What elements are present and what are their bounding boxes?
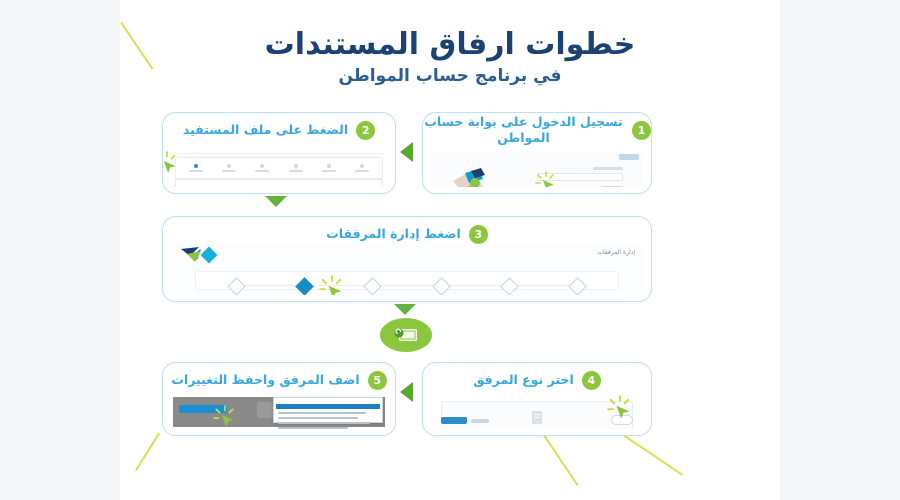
tab-item [279, 164, 312, 176]
login-form-mock[interactable] [537, 167, 623, 187]
step-card-5[interactable]: 5 اضف المرفق واحفظ التغييرات [162, 362, 396, 436]
center-attachment-badge [380, 318, 432, 352]
wizard-panel[interactable]: بيانات عامة العنوان الأكاديمي الدخل الوظ… [195, 271, 619, 295]
tabs-row[interactable] [179, 164, 379, 176]
table-row [175, 179, 383, 187]
dropdown-selected-option[interactable] [276, 404, 380, 409]
arrow-step2-to-step3 [265, 196, 287, 207]
attachment-type-dropdown-list[interactable] [273, 397, 383, 429]
step-card-3[interactable]: 3 اضغط إدارة المرفقات إدارة المرفقات بيا… [162, 216, 652, 302]
page-title-block: خطوات ارفاق المستندات في برنامج حساب الم… [120, 27, 780, 86]
step-4-badge: 4 [581, 370, 601, 390]
panel-heading: إدارة المرفقات [597, 249, 635, 256]
step-4-header: 4 اختر نوع المرفق [423, 367, 651, 393]
wizard-step-0[interactable]: بيانات عامة [544, 277, 612, 295]
arrow-step1-to-step2 [400, 142, 413, 162]
tab-item [246, 164, 279, 176]
attachment-type-dropdown[interactable] [611, 415, 633, 425]
arrow-step4-to-step5 [400, 382, 413, 402]
wizard-step-1[interactable]: العنوان [475, 277, 543, 295]
wizard-step-4-attachments[interactable]: المرفقات [270, 277, 338, 295]
step-card-4[interactable]: 4 اختر نوع المرفق [422, 362, 652, 436]
beneficiary-tabs-panel[interactable] [175, 157, 383, 179]
wizard-step-3[interactable]: الدخل الوظيفي [339, 277, 407, 295]
step-3-badge: 3 [468, 224, 488, 244]
save-changes-button[interactable] [179, 405, 227, 413]
step-5-badge: 5 [367, 370, 387, 390]
attachment-folder-icon [394, 328, 417, 341]
page-subtitle: في برنامج حساب المواطن [338, 65, 562, 86]
portal-logo-icon [181, 246, 223, 267]
wizard-step-5[interactable]: مراجعة [202, 277, 270, 295]
step-2-badge: 2 [356, 120, 376, 140]
step-2-title: الضغط على ملف المستفيد [182, 122, 349, 138]
attachment-type-caption [471, 419, 489, 423]
step-1-screenshot [431, 153, 643, 187]
login-illustration [449, 167, 505, 187]
attachment-type-primary-button[interactable] [441, 417, 467, 424]
step-card-1[interactable]: 1 تسجيل الدخول على بوابة حساب المواطن [422, 112, 652, 194]
step-1-title: تسجيل الدخول على بوابة حساب المواطن [424, 114, 623, 145]
step-4-title: اختر نوع المرفق [473, 372, 574, 388]
document-placeholder-icon [529, 410, 545, 429]
tab-item [312, 164, 345, 176]
tab-item [212, 164, 245, 176]
wizard-step-diamond-icon [568, 277, 588, 295]
portal-logo-icon [619, 154, 639, 160]
step-3-screenshot: إدارة المرفقات بيانات عامة العنوان الأكا… [171, 245, 643, 295]
attachment-type-panel[interactable] [441, 401, 633, 429]
step-1-header: 1 تسجيل الدخول على بوابة حساب المواطن [423, 114, 651, 145]
step-5-title: اضف المرفق واحفظ التغييرات [171, 372, 360, 388]
right-side-panel [780, 0, 900, 500]
step-card-2[interactable]: 2 الضغط على ملف المستفيد [162, 112, 396, 194]
wizard-step-diamond-icon-active [295, 277, 314, 295]
step-5-header: 5 اضف المرفق واحفظ التغييرات [163, 367, 395, 393]
step-5-screenshot [171, 393, 387, 429]
step-2-header: 2 الضغط على ملف المستفيد [163, 117, 395, 143]
portal-topbar [174, 145, 384, 154]
step-1-badge: 1 [632, 120, 651, 140]
step-2-screenshot [171, 143, 387, 187]
wizard-step-diamond-icon [227, 277, 246, 295]
wizard-connector-line [229, 285, 585, 286]
step-3-title: اضغط إدارة المرفقات [326, 226, 461, 242]
tab-item-active [179, 164, 212, 176]
wizard-steps[interactable]: بيانات عامة العنوان الأكاديمي الدخل الوظ… [202, 277, 612, 295]
left-side-panel [0, 0, 120, 500]
wizard-step-diamond-icon [363, 277, 383, 295]
wizard-step-diamond-icon [431, 277, 451, 295]
wizard-step-2[interactable]: الأكاديمي [407, 277, 475, 295]
tab-item [346, 164, 379, 176]
step-4-screenshot [431, 395, 643, 429]
step-3-header: 3 اضغط إدارة المرفقات [163, 221, 651, 247]
arrow-step3-to-step4 [394, 304, 416, 315]
wizard-step-diamond-icon [500, 277, 519, 295]
page-title: خطوات ارفاق المستندات [264, 27, 636, 62]
